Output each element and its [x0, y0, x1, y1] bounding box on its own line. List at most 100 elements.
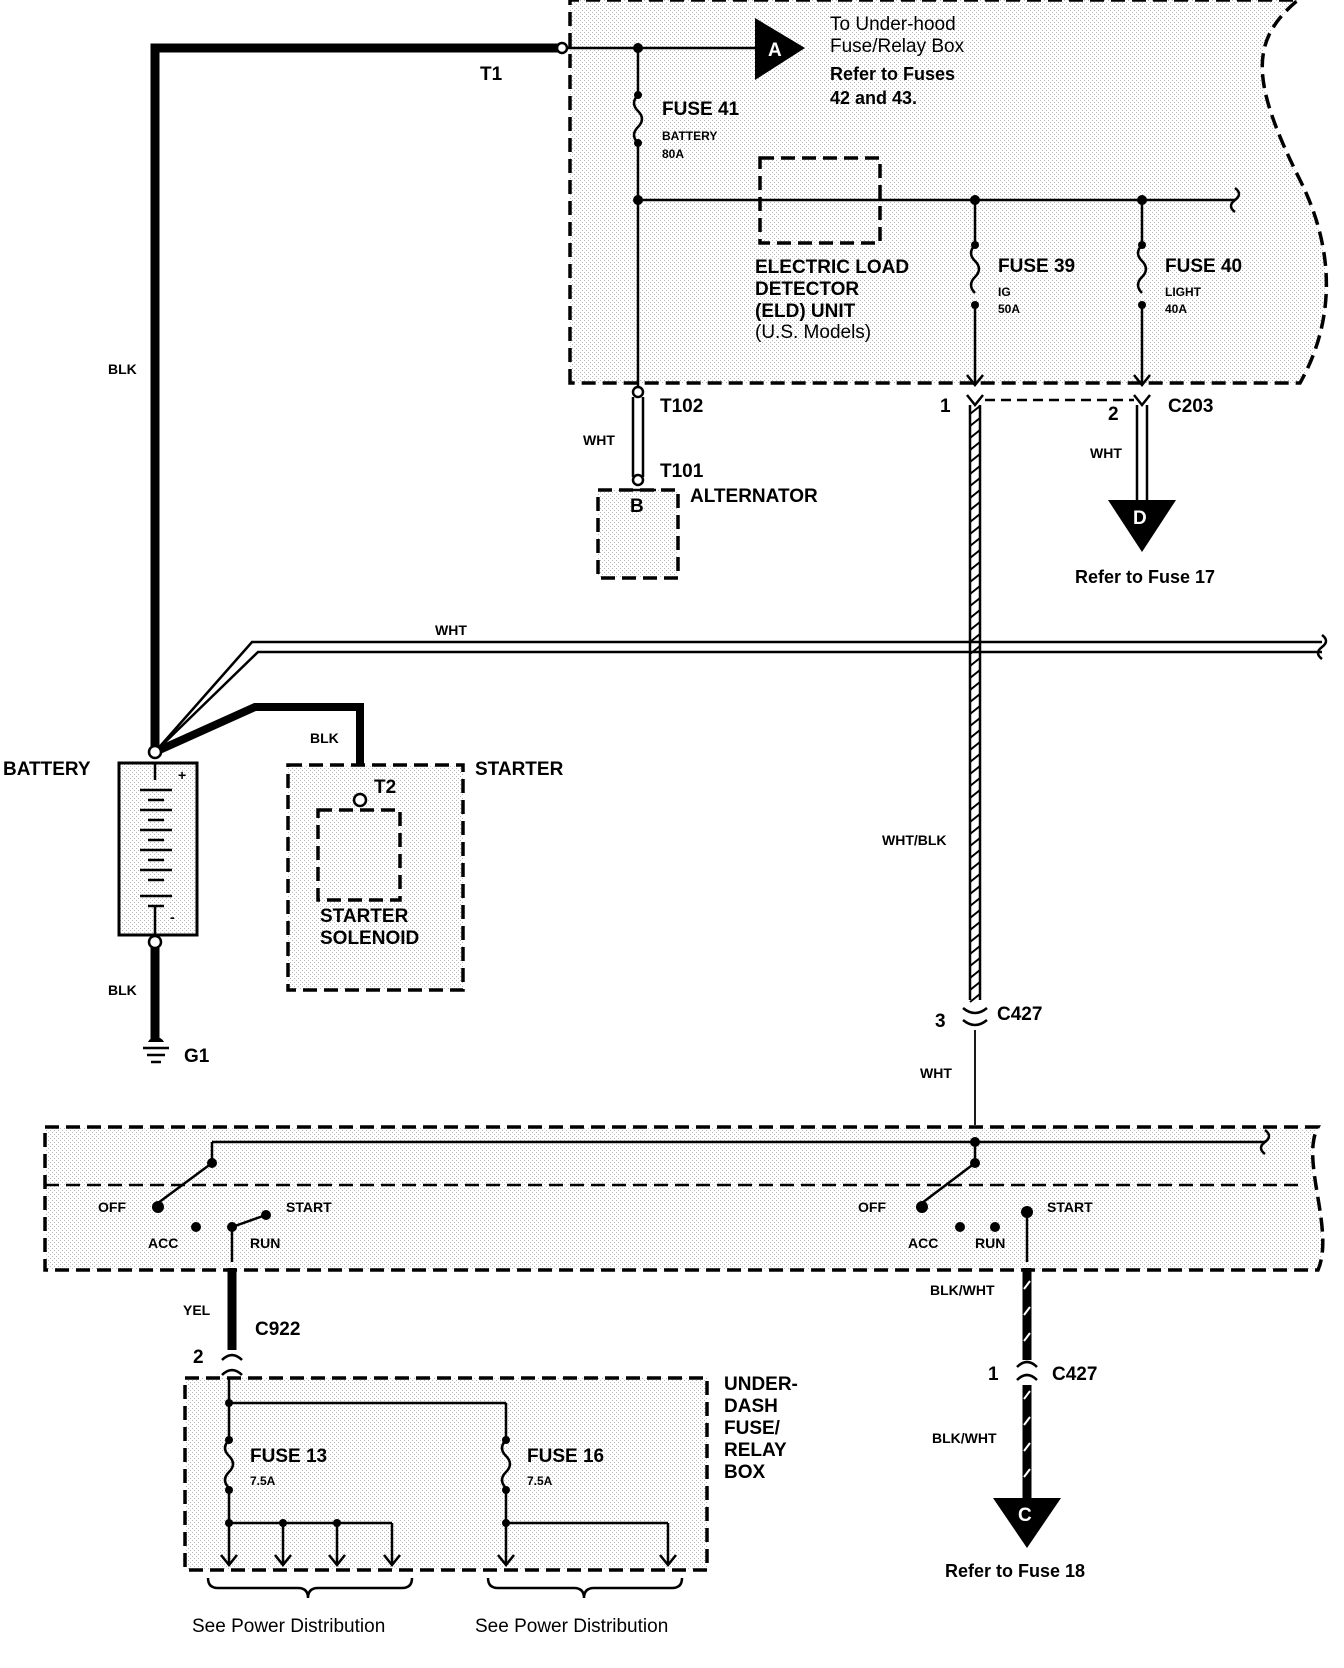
arrow-d-label: D — [1133, 508, 1147, 529]
alternator-box — [596, 488, 680, 580]
underdash-label-1: UNDER- — [724, 1374, 798, 1395]
fuse-16-label: FUSE 16 — [527, 1446, 604, 1467]
yel-label: YEL — [183, 1302, 211, 1318]
arrow-c-label: C — [1018, 1505, 1032, 1526]
fuse-relay-box-text: Fuse/Relay Box — [830, 36, 965, 57]
eld-label-3: (ELD) UNIT — [755, 301, 856, 322]
underhood-fuse-box — [568, 0, 1329, 385]
ignition-switch-left — [152, 1158, 271, 1262]
fuse-41-label: FUSE 41 — [662, 99, 740, 120]
c922-connector — [221, 1353, 243, 1376]
wht-blk-label: WHT/BLK — [882, 832, 947, 848]
fuse-39-label: FUSE 39 — [998, 256, 1075, 277]
pin-2-label: 2 — [1108, 404, 1119, 425]
eld-label-4: (U.S. Models) — [755, 322, 871, 343]
blk-wht-stripes — [1023, 1280, 1031, 1342]
blk-wht-stripes-2 — [1023, 1390, 1031, 1478]
t101-label: T101 — [660, 461, 704, 482]
fuse-13-symbol — [223, 1439, 235, 1489]
fuse-39-rating: 50A — [998, 302, 1020, 316]
starter-solenoid-label-2: SOLENOID — [320, 928, 419, 949]
start-left-label: START — [286, 1199, 332, 1215]
pin-2-c922-label: 2 — [193, 1347, 204, 1368]
brace-left — [206, 1577, 414, 1599]
blk-starter-label: BLK — [310, 730, 339, 746]
blk-wht-label-2: BLK/WHT — [932, 1430, 997, 1446]
off-left-label: OFF — [98, 1199, 126, 1215]
ignition-switch-right — [916, 1158, 1033, 1262]
connector-arrow-c — [993, 1498, 1061, 1548]
brace-right — [486, 1577, 684, 1599]
underdash-label-5: BOX — [724, 1462, 766, 1483]
connector-arrow-a — [755, 18, 805, 80]
see-power-distribution-2: See Power Distribution — [475, 1616, 668, 1637]
pin-3-label: 3 — [935, 1011, 946, 1032]
wht-blk-stripes — [969, 405, 981, 1003]
starter-cable-blk — [153, 703, 364, 795]
eld-label-1: ELECTRIC LOAD — [755, 257, 909, 278]
battery-cable-blk — [150, 43, 560, 752]
underdash-label-2: DASH — [724, 1396, 778, 1417]
underdash-label-4: RELAY — [724, 1440, 787, 1461]
fuse-13-label: FUSE 13 — [250, 1446, 327, 1467]
fuse-16-symbol — [500, 1439, 512, 1489]
fuse-13-rating: 7.5A — [250, 1474, 276, 1488]
eld-unit-box — [758, 156, 882, 245]
refer-fuse-17: Refer to Fuse 17 — [1075, 567, 1215, 587]
refer-fuse-18: Refer to Fuse 18 — [945, 1561, 1085, 1581]
arrow-a-label: A — [768, 40, 782, 61]
svg-text:-: - — [170, 909, 175, 925]
fuse-41-name: BATTERY — [662, 129, 717, 143]
eld-label-2: DETECTOR — [755, 279, 859, 300]
to-underhood-text: To Under-hood — [830, 14, 956, 35]
wht-c203-label: WHT — [1090, 445, 1122, 461]
wht-alt-label: WHT — [583, 432, 615, 448]
see-power-distribution-1: See Power Distribution — [192, 1616, 385, 1637]
fuses-42-43-text: 42 and 43. — [830, 88, 917, 108]
pin-1-c427-label: 1 — [988, 1364, 999, 1385]
wht-long-label: WHT — [435, 622, 467, 638]
terminal-t1 — [555, 41, 569, 55]
fuse-41-symbol — [632, 94, 644, 144]
c203-connector — [966, 394, 984, 408]
fuse-39-name: IG — [998, 285, 1011, 299]
off-right-label: OFF — [858, 1199, 886, 1215]
fuse-41-rating: 80A — [662, 147, 684, 161]
blk-ground-label: BLK — [108, 982, 137, 998]
terminal-t101 — [631, 473, 645, 487]
c203-label: C203 — [1168, 396, 1213, 417]
c427-bottom-label: C427 — [1052, 1364, 1097, 1385]
starter-label: STARTER — [475, 759, 564, 780]
fuse-40-rating: 40A — [1165, 302, 1187, 316]
g1-label: G1 — [184, 1046, 210, 1067]
fuse-13-branches — [220, 1519, 401, 1568]
start-right-label: START — [1047, 1199, 1093, 1215]
fuse-16-rating: 7.5A — [527, 1474, 553, 1488]
refer-fuses-text: Refer to Fuses — [830, 64, 955, 84]
c427-top-connector — [962, 1007, 988, 1027]
acc-left-label: ACC — [148, 1235, 178, 1251]
terminal-t102 — [631, 385, 645, 399]
t102-label: T102 — [660, 396, 703, 417]
fuse-39-symbol — [969, 244, 981, 294]
starter-box — [286, 763, 465, 992]
acc-right-label: ACC — [908, 1235, 938, 1251]
c427-top-label: C427 — [997, 1004, 1042, 1025]
alternator-label: ALTERNATOR — [690, 486, 818, 507]
fuse-16-branches — [497, 1519, 677, 1568]
battery-label: BATTERY — [3, 759, 91, 780]
blk-wht-label-1: BLK/WHT — [930, 1282, 995, 1298]
underdash-fuse-box — [183, 1376, 709, 1572]
t1-label: T1 — [480, 64, 503, 85]
fuse-40-name: LIGHT — [1165, 285, 1202, 299]
svg-text:+: + — [178, 767, 186, 783]
t2-label: T2 — [374, 777, 396, 798]
ground-g1-icon — [143, 1037, 169, 1064]
starter-solenoid-box — [316, 808, 402, 902]
run-left-label: RUN — [250, 1235, 280, 1251]
underdash-label-3: FUSE/ — [724, 1418, 781, 1439]
ignition-switch-box — [43, 1125, 1325, 1272]
fuse-40-symbol — [1136, 244, 1148, 294]
pin-1-label: 1 — [940, 396, 951, 417]
